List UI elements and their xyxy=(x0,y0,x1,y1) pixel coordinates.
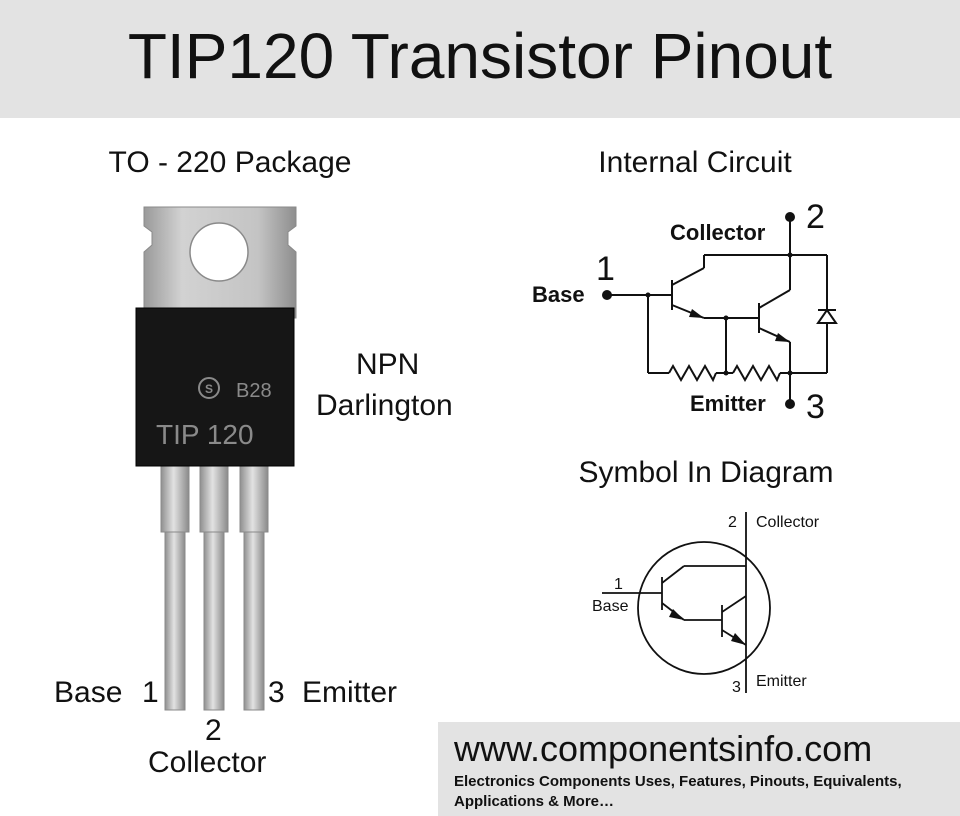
ic-emitter-number: 3 xyxy=(806,388,825,426)
terminal-base xyxy=(602,290,612,300)
marking-code: B28 xyxy=(236,380,272,402)
sym-base-number: 1 xyxy=(614,576,623,593)
pin-label-emitter-number: 3 xyxy=(268,676,285,709)
terminal-collector xyxy=(785,212,795,222)
type-line-darlington: Darlington xyxy=(316,389,453,422)
footer-banner: www.componentsinfo.com Electronics Compo… xyxy=(438,722,960,816)
terminal-emitter xyxy=(785,399,795,409)
pin-label-collector-number: 2 xyxy=(205,714,222,747)
page-title: TIP120 Transistor Pinout xyxy=(127,20,833,92)
header-banner: TIP120 Transistor Pinout xyxy=(0,0,960,118)
ic-base-number: 1 xyxy=(596,250,615,288)
pin-label-base-name: Base xyxy=(54,676,123,709)
type-line-npn: NPN xyxy=(356,348,420,381)
internal-circuit-heading: Internal Circuit xyxy=(598,146,792,179)
footer-tagline: Electronics Components Uses, Features, P… xyxy=(454,773,902,810)
ic-emitter-label: Emitter xyxy=(690,391,766,416)
sym-collector-number: 2 xyxy=(728,514,737,531)
pin-label-emitter-name: Emitter xyxy=(302,676,398,709)
sym-emitter-label: Emitter xyxy=(756,673,807,690)
mounting-hole xyxy=(189,222,249,282)
symbol-heading: Symbol In Diagram xyxy=(578,456,834,489)
ic-base-label: Base xyxy=(532,282,585,307)
ic-collector-label: Collector xyxy=(670,220,766,245)
package-body xyxy=(135,307,295,467)
svg-text:S: S xyxy=(205,382,213,396)
ic-collector-number: 2 xyxy=(806,198,825,236)
marking-part-number: TIP 120 xyxy=(156,419,254,450)
manufacturer-logo xyxy=(198,377,220,399)
pin-label-base-number: 1 xyxy=(142,676,159,709)
package-heading: TO - 220 Package xyxy=(108,146,352,179)
sym-base-label: Base xyxy=(592,598,629,615)
pin-label-collector-name: Collector xyxy=(148,746,267,779)
sym-collector-label: Collector xyxy=(756,514,820,531)
footer-website-link[interactable]: www.componentsinfo.com xyxy=(454,728,873,769)
sym-emitter-number: 3 xyxy=(732,679,741,696)
